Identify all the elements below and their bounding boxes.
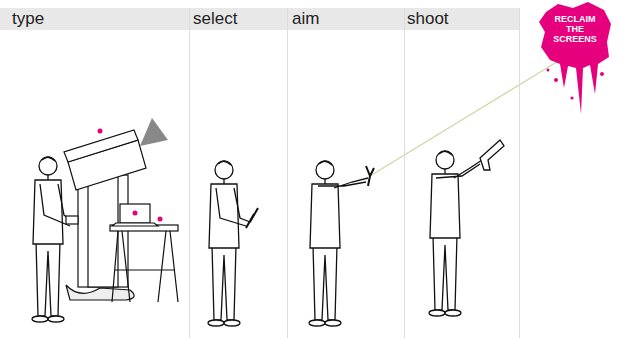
person [208, 161, 240, 326]
header-bar [0, 8, 520, 30]
splat-fill [539, 2, 611, 114]
step-heading: shoot [407, 9, 449, 29]
step-panel: aim [288, 8, 405, 338]
arms [318, 178, 368, 188]
marker-dot [133, 211, 138, 216]
marker-dot [158, 217, 163, 222]
splat-drop [570, 96, 573, 99]
slingshot [366, 166, 374, 186]
step-heading: select [193, 9, 237, 29]
aim-line [370, 60, 560, 176]
device [66, 216, 78, 224]
slingshot [246, 208, 258, 228]
marker-dot [98, 129, 103, 134]
arms [216, 188, 250, 226]
table [110, 204, 178, 302]
splat-drop [600, 72, 604, 76]
splat-drop [554, 78, 558, 82]
step-panel: shoot [405, 8, 520, 338]
step-heading: type [12, 9, 44, 29]
step-panel: select [190, 8, 288, 338]
step-heading: aim [292, 9, 319, 29]
pistol [480, 140, 504, 170]
arms [436, 160, 482, 178]
machine [64, 118, 168, 300]
paint-splat: RECLAIM THE SCREENS [538, 2, 612, 118]
splat-drop [547, 69, 550, 72]
person [429, 151, 461, 316]
step-panel: type [0, 8, 190, 338]
slogan-text: RECLAIM THE SCREENS [547, 14, 603, 44]
person [32, 157, 64, 322]
